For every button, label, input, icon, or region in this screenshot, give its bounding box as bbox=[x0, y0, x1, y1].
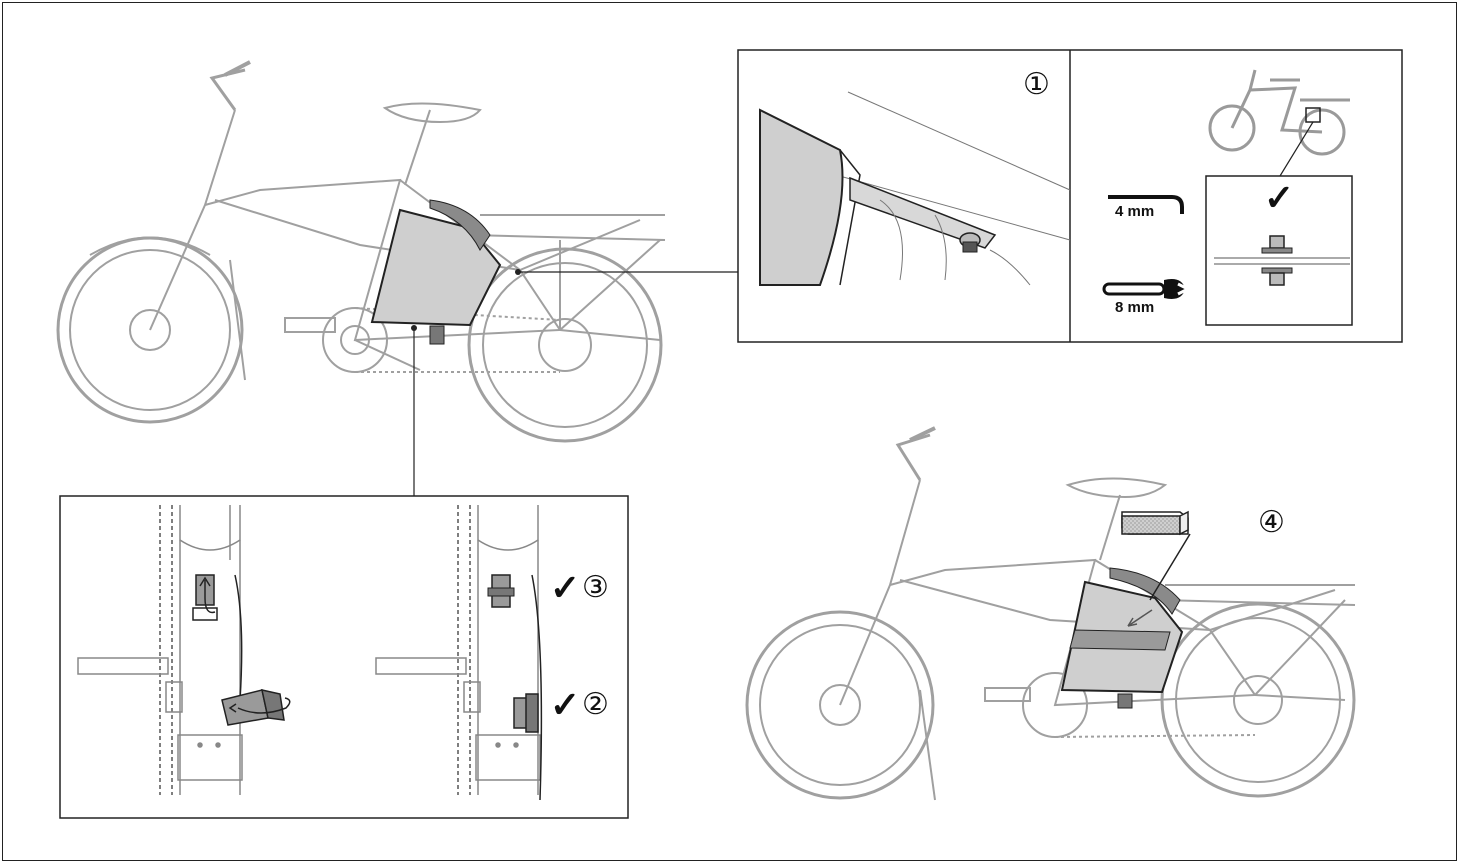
check-icon-step2: ✓ bbox=[550, 684, 581, 725]
check-icon-inset: ✓ bbox=[1264, 177, 1295, 218]
check-icon-step3: ✓ bbox=[550, 567, 581, 608]
detail-box-straps bbox=[59, 495, 629, 819]
step-3-label: ③ bbox=[582, 571, 609, 604]
bike-overview-bottom bbox=[745, 426, 1356, 801]
strap-closeup-before bbox=[77, 505, 243, 795]
strap-upper-before bbox=[192, 574, 218, 621]
wrench-size: 8 mm bbox=[1115, 299, 1155, 316]
strap-upper-after bbox=[487, 574, 515, 608]
frame-bag-top bbox=[370, 199, 521, 345]
bolt-detail bbox=[1214, 235, 1350, 286]
strap-closeup-after bbox=[375, 505, 543, 801]
hex-key-size: 4 mm bbox=[1115, 203, 1155, 220]
step-1-label: ① bbox=[1023, 68, 1050, 101]
strap-lower-after bbox=[513, 693, 539, 733]
frame-bag-bottom bbox=[1060, 567, 1184, 709]
bike-thumbnail bbox=[1208, 69, 1350, 177]
bike-overview-top bbox=[56, 60, 666, 443]
strap-lower-before bbox=[221, 689, 291, 726]
open-wrench-icon bbox=[1102, 279, 1192, 299]
step-4-label: ④ bbox=[1258, 506, 1285, 539]
hex-key-icon bbox=[1108, 195, 1184, 214]
mount-closeup bbox=[759, 91, 1071, 286]
insert-pad bbox=[1121, 510, 1191, 601]
step-2-label: ② bbox=[582, 688, 609, 721]
